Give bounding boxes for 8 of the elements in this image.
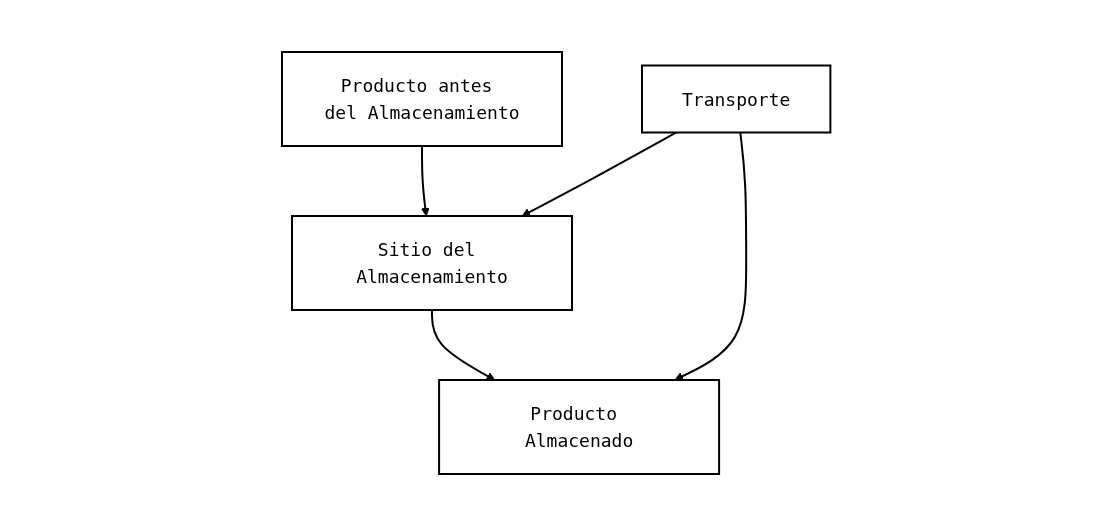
arrow [674, 131, 747, 380]
arrow [420, 144, 430, 216]
node-box: Sitio del Almacenamiento [290, 214, 573, 311]
arrow [430, 308, 495, 380]
node-box: Transporte [640, 64, 832, 133]
node-box: Producto antes del Almacenamiento [280, 50, 563, 147]
arrow [521, 131, 677, 216]
node-box: Producto Almacenado [437, 378, 720, 475]
